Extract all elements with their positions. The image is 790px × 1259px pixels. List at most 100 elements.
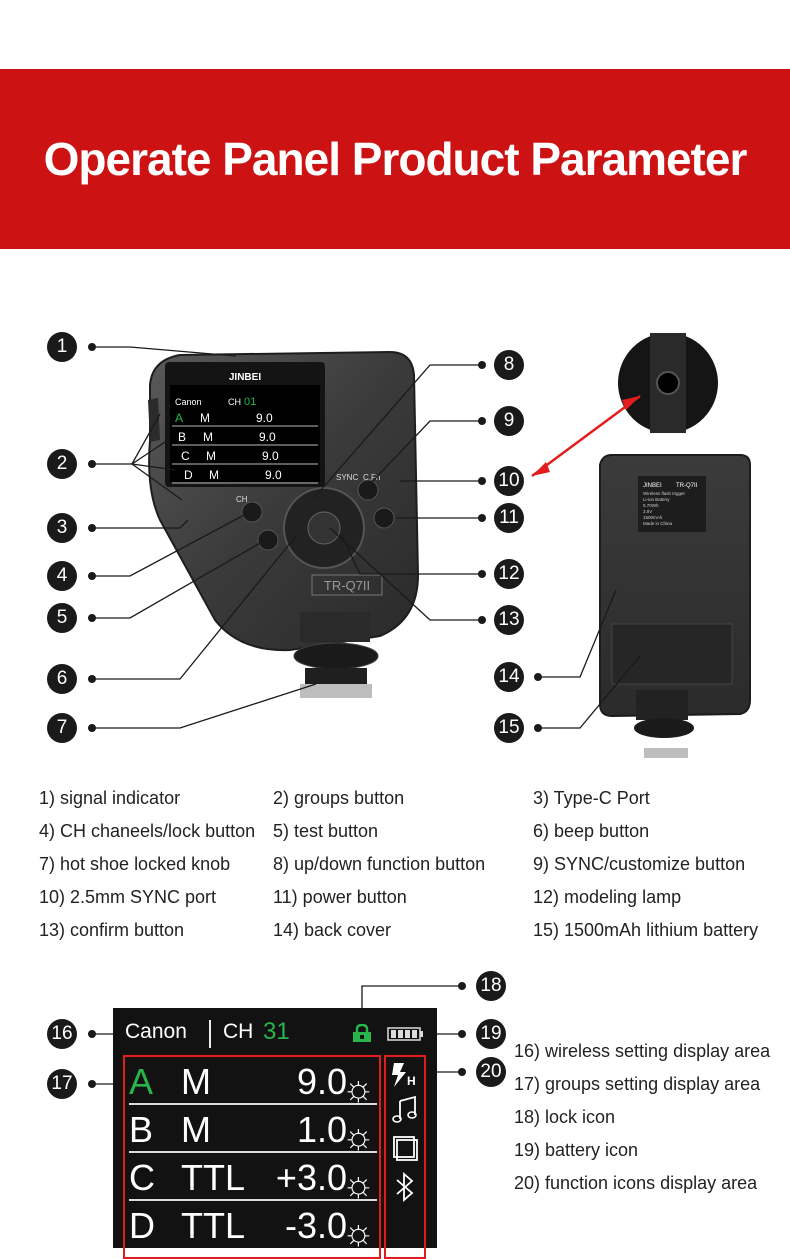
bluetooth-icon [396,1172,414,1202]
leader-dots [88,343,542,1088]
callout-17: 17 [47,1069,77,1099]
group-letter: D [129,1205,155,1246]
legend-item: 19) battery icon [514,1140,639,1160]
device-screen [170,385,320,482]
cfn-label: C.Fn [363,473,380,482]
lcd-separator [209,1020,211,1048]
back-label-line: Wireless flash trigger [643,491,686,496]
group-value: +3.0 [275,1157,347,1198]
sync-label: SYNC [336,473,358,482]
sync-customize-button[interactable] [357,479,379,501]
back-label-line: Li-ion Battery [643,497,670,502]
device-row-group: A [175,411,183,425]
ch-button-label: CH [236,495,248,504]
back-label-line: Made in China [643,521,673,526]
svg-text:TR-Q7II: TR-Q7II [676,483,698,489]
modeling-bulb-icon: ☼ [342,1163,375,1204]
legend-item: 17) groups setting display area [514,1074,761,1094]
device-brand: JINBEI [229,372,261,383]
device-row-group: C [181,449,190,463]
leader-lines [92,346,641,1085]
group-mode: TTL [181,1205,246,1246]
legend-item: 16) wireless setting display area [514,1041,771,1061]
group-letter: A [129,1061,154,1102]
power-button[interactable] [373,507,395,529]
hot-shoe-knob[interactable] [293,642,379,670]
ch-lock-button[interactable] [241,501,263,523]
page-title: Operate Panel Product Parameter [43,133,748,185]
callout-18: 18 [476,971,506,1001]
param-item: 1) signal indicator [39,788,181,808]
group-mode: M [181,1061,211,1102]
param-item: 3) Type-C Port [533,788,650,808]
lcd-ch-label: CH [223,1020,254,1043]
legend-item: 18) lock icon [514,1107,616,1127]
callout-12: 12 [494,559,524,589]
callout-13: 13 [494,605,524,635]
device-model: TR-Q7II [324,578,370,593]
device-row-group: B [178,430,186,444]
group-value: 1.0 [296,1109,347,1150]
group-letter: B [129,1109,154,1150]
group-value: 9.0 [296,1061,347,1102]
param-item: 2) groups button [273,788,405,808]
device-row-mode: M [206,449,216,463]
sync-port-zoom [531,333,718,478]
callout-1: 1 [47,332,77,362]
device-screen-ch: CH [228,397,241,407]
group-row-c: C TTL +3.0 ☼ [129,1155,377,1204]
hot-shoe-foot [300,684,372,698]
modeling-bulb-icon: ☼ [342,1115,375,1156]
svg-text:JINBEI: JINBEI [643,483,662,489]
group-value: -3.0 [284,1205,347,1246]
group-row-d: D TTL -3.0 ☼ [129,1203,377,1252]
group-row-a: A M 9.0 ☼ [129,1059,377,1108]
lock-icon [353,1024,371,1042]
device-row-group: D [184,468,193,482]
svg-text:H: H [407,1074,416,1088]
callout-15: 15 [494,713,524,743]
callout-6: 6 [47,664,77,694]
param-item: 5) test button [273,821,379,841]
device-row-value: 9.0 [265,468,282,482]
param-item: 8) up/down function button [273,854,486,874]
param-item: 9) SYNC/customize button [533,854,746,874]
legend-item: 20) function icons display area [514,1173,758,1193]
callout-19: 19 [476,1019,506,1049]
group-letter: C [129,1157,155,1198]
device-row-mode: M [209,468,219,482]
callout-20: 20 [476,1057,506,1087]
confirm-button[interactable] [307,511,341,545]
test-button[interactable] [257,529,279,551]
lcd-ch-number: 31 [263,1018,290,1045]
callout-2: 2 [47,449,77,479]
callout-11: 11 [494,503,524,533]
function-icons-area: H [384,1055,426,1259]
callout-14: 14 [494,662,524,692]
callout-5: 5 [47,603,77,633]
group-row-b: B M 1.0 ☼ [129,1107,377,1156]
device-row-value: 9.0 [262,449,279,463]
device-screen-brand: Canon [175,397,202,407]
device-row-mode: M [200,411,210,425]
back-label-plate [638,476,706,532]
param-item: 15) 1500mAh lithium battery [533,920,759,940]
callout-8: 8 [494,350,524,380]
param-item: 12) modeling lamp [533,887,682,907]
back-label-line: 1500mAh [643,515,663,520]
back-device: JINBEI TR-Q7II Wireless flash triggerLi-… [599,454,751,758]
group-mode: M [181,1109,211,1150]
multi-frame-icon [393,1136,418,1161]
device-row-value: 9.0 [256,411,273,425]
device-row-value: 9.0 [259,430,276,444]
param-item: 7) hot shoe locked knob [39,854,231,874]
param-item: 13) confirm button [39,920,185,940]
param-item: 11) power button [273,887,407,907]
group-mode: TTL [181,1157,246,1198]
title-banner: Operate Panel Product Parameter [0,69,790,249]
callout-10: 10 [494,466,524,496]
back-label-line: 5.70Wh [643,503,659,508]
back-label-line: 3.8V [643,509,652,514]
